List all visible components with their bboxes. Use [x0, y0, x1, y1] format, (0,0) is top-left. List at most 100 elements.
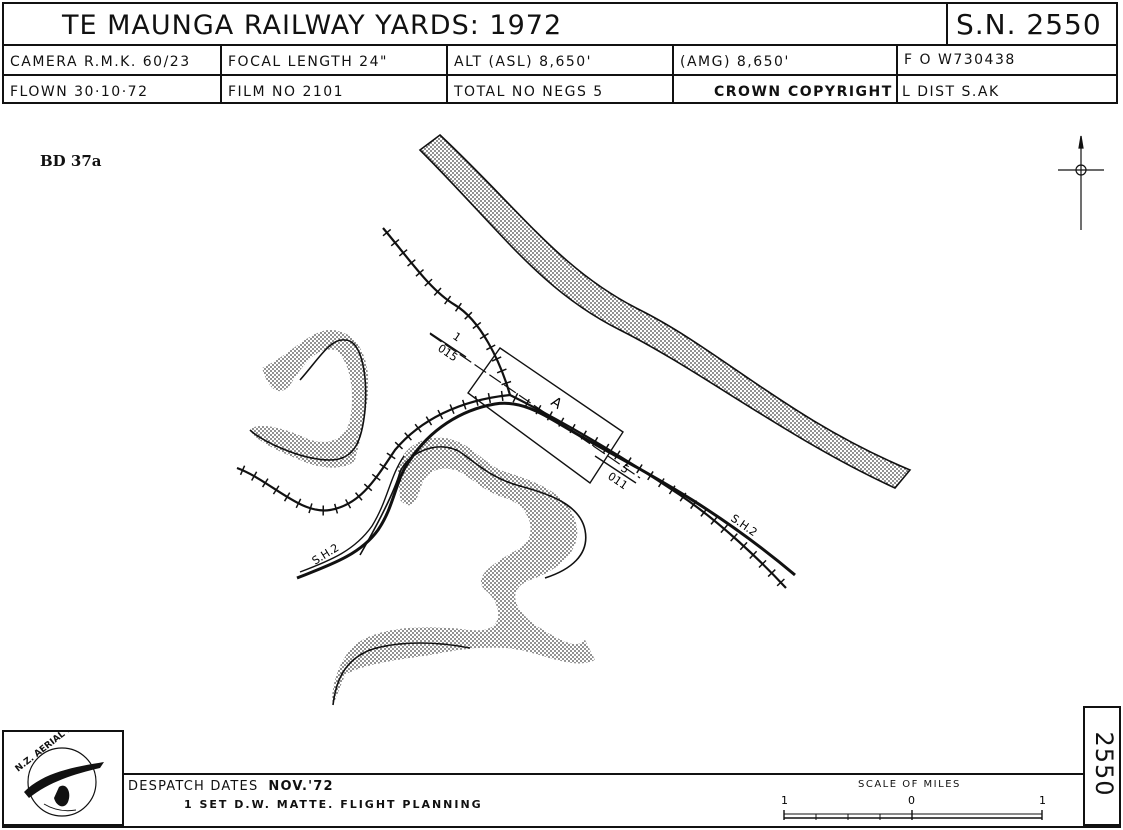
despatch-date: NOV.'72	[268, 779, 334, 794]
scale-left: 1	[781, 794, 788, 807]
railway-tie	[407, 259, 416, 267]
railway-ties	[239, 228, 785, 587]
railway-tie	[700, 508, 708, 517]
railway-tie	[474, 395, 479, 406]
railway-tie	[491, 356, 502, 362]
railway-tie	[647, 471, 654, 481]
railway-tie	[486, 344, 496, 351]
north-arrow	[1058, 135, 1104, 230]
railway-tie	[386, 452, 396, 460]
railway-tie	[449, 404, 455, 415]
railway-tie	[398, 249, 408, 257]
coastline-band	[418, 133, 912, 489]
despatch-dates: DESPATCH DATES NOV.'72	[128, 779, 334, 794]
railway-tie	[500, 390, 504, 401]
railway-tie	[379, 463, 389, 471]
railway-tie	[523, 398, 530, 409]
frame-label: A	[548, 394, 565, 413]
railway-tie	[424, 278, 433, 287]
flight-line	[429, 333, 641, 479]
divider	[4, 74, 1116, 76]
railway-tie	[602, 443, 610, 453]
inlet-west	[250, 330, 369, 468]
railway-tie	[239, 465, 246, 476]
railway-tie	[535, 404, 542, 415]
flight-line-end	[594, 455, 637, 484]
railway-tie	[394, 441, 404, 450]
road-label-west: S.H.2	[310, 541, 342, 567]
railway-west	[236, 393, 511, 512]
scale-zero: 0	[908, 794, 915, 807]
company-logo: N.Z. AERIAL MAPPING LTD.	[2, 683, 126, 826]
divider	[446, 44, 448, 102]
railway-tie	[425, 416, 433, 426]
focal-length-field: FOCAL LENGTH 24"	[228, 54, 388, 70]
sheet-number-vertical-box: 2550	[1083, 706, 1121, 826]
run-start-label: 1	[450, 330, 463, 345]
despatch-label: DESPATCH DATES	[128, 779, 259, 794]
railway-tie	[512, 392, 519, 403]
title-block: TE MAUNGA RAILWAY YARDS: 1972 S.N. 2550 …	[2, 2, 1118, 104]
railway-tie	[749, 550, 758, 560]
despatch-item: 1 SET D.W. MATTE. FLIGHT PLANNING	[184, 798, 483, 811]
railway-tie	[679, 492, 687, 502]
flight-line-start	[429, 332, 467, 358]
railway-tie	[345, 499, 352, 509]
scale-bar: 1 0 1	[781, 794, 1046, 820]
railway-tie	[558, 417, 565, 427]
footer-divider	[2, 773, 1085, 775]
sheet-number-vertical: 2550	[1090, 731, 1118, 797]
photo-frame	[467, 347, 624, 485]
l-dist-field: L DIST S.AK	[902, 84, 1000, 100]
railway-tie	[614, 450, 621, 460]
railway-north	[382, 227, 512, 396]
run-start-code: 015	[435, 342, 460, 365]
map-reference: BD 37a	[40, 152, 102, 170]
estuary-shore	[359, 446, 587, 579]
railway-tie	[382, 228, 392, 237]
railway-tie	[776, 578, 785, 587]
railway-tie	[454, 302, 462, 312]
divider	[896, 44, 898, 102]
flown-field: FLOWN 30·10·72	[10, 84, 149, 100]
railway-tie	[487, 392, 492, 404]
logo-emblem-icon: N.Z. AERIAL MAPPING LTD.	[14, 683, 126, 817]
estuary-shore-south	[332, 642, 471, 706]
railway-tie	[251, 471, 258, 481]
railway-tie	[739, 541, 748, 551]
railway-tie	[363, 483, 373, 492]
altitude-asl-field: ALT (ASL) 8,650'	[454, 54, 593, 70]
railway-tie	[354, 492, 363, 501]
divider	[946, 4, 948, 44]
estuary	[332, 437, 595, 705]
divider	[4, 44, 1116, 46]
railway-tie	[730, 533, 738, 542]
bottom-border	[2, 826, 1121, 828]
railway-tie	[636, 464, 643, 474]
fo-field: F O W730438	[904, 52, 1016, 68]
railway-tie	[461, 399, 467, 410]
crown-copyright: CROWN COPYRIGHT	[714, 84, 893, 100]
altitude-amg-field: (AMG) 8,650'	[680, 54, 790, 70]
railway-tie	[261, 478, 269, 488]
railway-tie	[333, 503, 339, 514]
railway-tie	[295, 498, 302, 509]
railway-east	[509, 394, 787, 589]
sheet-number: S.N. 2550	[956, 8, 1102, 41]
railway-tie	[472, 321, 482, 330]
map-drawing: A 1 015 5 011 S.H.2 S.H.2	[236, 133, 1104, 706]
scale-label: SCALE OF MILES	[858, 779, 961, 790]
railway-tie	[464, 311, 473, 320]
logo-text: N.Z. AERIAL MAPPING LTD.	[14, 732, 122, 774]
railway-tie	[710, 516, 718, 525]
railway-tie	[569, 423, 576, 434]
railway-tie	[496, 368, 507, 374]
map-title: TE MAUNGA RAILWAY YARDS: 1972	[62, 10, 563, 41]
railway-tie	[371, 473, 381, 481]
railway-tie	[479, 332, 489, 340]
railway-tie	[657, 478, 665, 488]
railway-tie	[390, 238, 400, 247]
railway-tie	[668, 485, 676, 495]
railway-tie	[433, 287, 442, 296]
state-highway-2-inner	[299, 455, 405, 573]
